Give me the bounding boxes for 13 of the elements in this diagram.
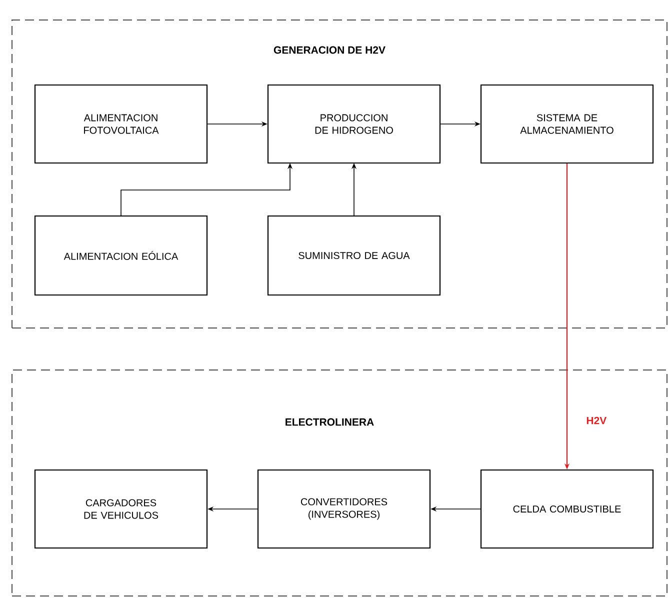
process-box: SUMINISTRO DE AGUA — [267, 215, 441, 296]
group-frame — [12, 20, 668, 328]
process-box: CARGADORES DE VEHICULOS — [34, 469, 208, 549]
group-frame — [12, 370, 668, 596]
process-box: SISTEMA DE ALMACENAMIENTO — [480, 84, 654, 164]
group-title: ELECTROLINERA — [286, 418, 374, 426]
edge-label: H2V — [585, 416, 608, 426]
process-box: ALIMENTACION EÓLICA — [34, 215, 208, 296]
process-box: PRODUCCION DE HIDROGENO — [267, 84, 441, 164]
group-title: GENERACION DE H2V — [274, 46, 386, 54]
process-box: ALIMENTACION FOTOVOLTAICA — [34, 84, 208, 164]
process-box: CONVERTIDORES (INVERSORES) — [257, 469, 431, 549]
process-box: CELDA COMBUSTIBLE — [480, 469, 654, 549]
